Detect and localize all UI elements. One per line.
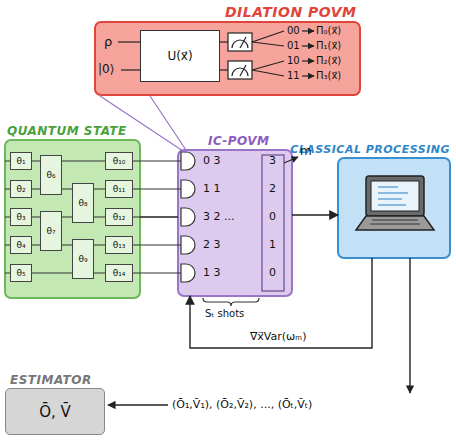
processing-box: CLASSICAL PROCESSING xyxy=(338,158,450,258)
outcome-bits: 01 xyxy=(287,40,300,52)
box-text: Ō, V̄ xyxy=(39,403,71,421)
shot-outcomes: 0 3 xyxy=(203,154,221,167)
povm-element: Π₂(x⃗) xyxy=(316,55,341,67)
box-heading: CLASSICAL PROCESSING xyxy=(290,143,450,156)
gate-box: θ₁₁ xyxy=(105,180,133,198)
box-heading: ESTIMATOR xyxy=(10,373,92,387)
outcome-bits: 10 xyxy=(287,55,300,67)
laptop-icon xyxy=(338,158,450,258)
box-text: θ₄ xyxy=(16,240,25,250)
outcome-value: 1 xyxy=(269,238,276,251)
gate-box: θ₁ xyxy=(10,152,32,170)
edge-label: ∇x⃗Var(ωₘ) xyxy=(248,330,308,343)
povm-element: Π₃(x⃗) xyxy=(316,70,341,82)
processing-fill xyxy=(338,158,450,258)
outcome-value: 0 xyxy=(269,210,276,223)
box-text: θ₉ xyxy=(78,254,87,264)
gate-box: θ₇ xyxy=(40,211,62,251)
outcome-symbol: m xyxy=(300,144,312,158)
box-text: θ₁ xyxy=(16,156,25,166)
state-fill xyxy=(5,140,140,298)
povm-fill xyxy=(178,150,292,296)
gate-box: θ₁₄ xyxy=(105,264,133,282)
box-text: θ₁₃ xyxy=(113,240,126,250)
detectors xyxy=(181,152,195,282)
dilation-fill xyxy=(95,22,360,95)
box-text: θ₂ xyxy=(16,184,25,194)
povm-element: Π₁(x⃗) xyxy=(316,40,341,52)
box-text: U(x⃗) xyxy=(167,49,192,63)
box-heading: IC-POVM xyxy=(208,134,270,148)
gate-box: θ₁₂ xyxy=(105,208,133,226)
input-state: ρ xyxy=(104,34,112,50)
gate-box: θ₁₃ xyxy=(105,236,133,254)
estimate-list: (Ō₁,V̄₁), (Ō₂,V̄₂), ..., (Ōₜ,V̄ₜ) xyxy=(172,398,312,411)
box-text: θ₇ xyxy=(46,226,55,236)
result-arrows xyxy=(108,258,410,405)
shots-label: Sₜ shots xyxy=(205,308,244,320)
shot-outcomes: 1 1 xyxy=(203,182,221,195)
connector xyxy=(140,216,178,217)
outcome-column xyxy=(262,155,284,291)
shot-outcomes: 3 2 ... xyxy=(203,210,234,223)
outcome-value: 0 xyxy=(269,266,276,279)
gate-box: θ₄ xyxy=(10,236,32,254)
connector xyxy=(190,258,372,348)
box-text: θ₁₀ xyxy=(113,156,126,166)
gate-box: θ₈ xyxy=(72,183,94,223)
estimator-box: ESTIMATORŌ, V̄ xyxy=(5,388,105,435)
gate-box: θ₃ xyxy=(10,208,32,226)
box-text: θ₈ xyxy=(78,198,87,208)
outcome-value: 2 xyxy=(269,182,276,195)
outcome-value: 3 xyxy=(269,154,276,167)
shot-outcomes: 1 3 xyxy=(203,266,221,279)
outcome-bits: 00 xyxy=(287,25,300,37)
shots-brace xyxy=(203,298,259,306)
gate-box: θ₆ xyxy=(40,155,62,195)
gate-box: θ₉ xyxy=(72,239,94,279)
gate-box: θ₅ xyxy=(10,264,32,282)
unitary-box: U(x⃗) xyxy=(140,30,220,82)
gate-box: θ₂ xyxy=(10,180,32,198)
box-text: θ₁₂ xyxy=(113,212,126,222)
outcome-arrow xyxy=(284,157,298,163)
outcome-bits: 11 xyxy=(287,70,300,82)
ancilla-state: |0⟩ xyxy=(98,62,114,76)
connector xyxy=(292,214,338,215)
state-box: QUANTUM STATEθ₁θ₂θ₃θ₄θ₅θ₆θ₇θ₈θ₉θ₁₀θ₁₁θ₁₂… xyxy=(5,140,140,298)
shot-outcomes: 2 3 xyxy=(203,238,221,251)
povm-element: Π₀(x⃗) xyxy=(316,25,341,37)
box-heading: DILATION POVM xyxy=(225,4,356,20)
gate-box: θ₁₀ xyxy=(105,152,133,170)
box-text: θ₁₄ xyxy=(113,268,126,278)
box-text: θ₁₁ xyxy=(113,184,126,194)
box-text: θ₃ xyxy=(16,212,25,222)
box-text: θ₅ xyxy=(16,268,25,278)
box-text: θ₆ xyxy=(46,170,55,180)
box-heading: QUANTUM STATE xyxy=(7,124,127,138)
